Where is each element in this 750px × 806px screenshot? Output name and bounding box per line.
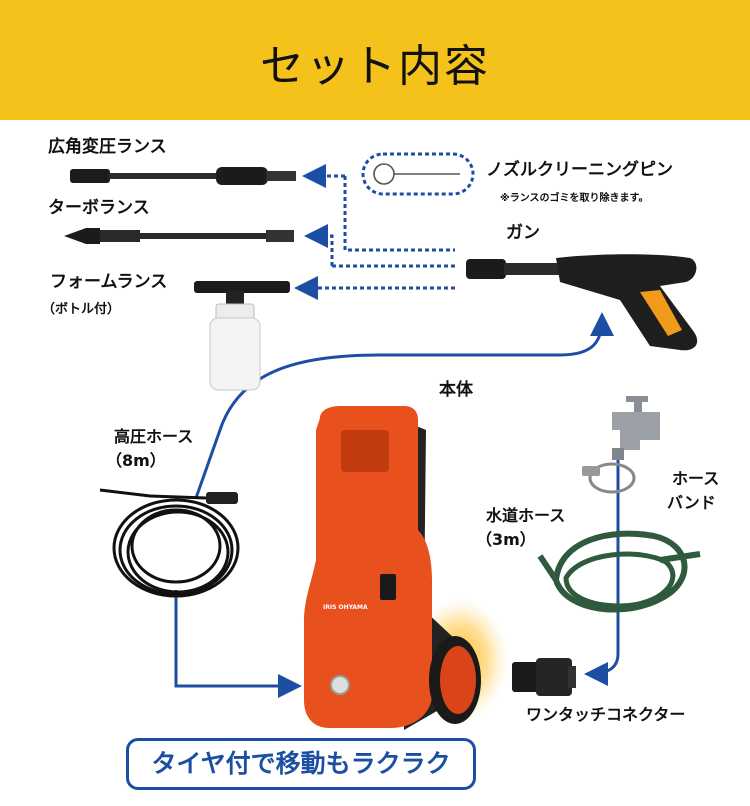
dotted-line-turbo	[304, 224, 334, 266]
label-hose-band-line2: バンド	[667, 493, 716, 512]
label-hose-band-line1: ホース	[672, 469, 720, 488]
arrow-water-to-connector	[584, 452, 620, 686]
label-body: 本体	[439, 380, 473, 400]
label-water-hose: 水道ホース	[486, 506, 566, 525]
turbo-lance	[64, 228, 294, 244]
label-nozzle-pin: ノズルクリーニングピン	[486, 160, 673, 180]
arrow-hose-to-gun	[194, 312, 614, 499]
label-wide-angle-lance: 広角変圧ランス	[48, 137, 167, 157]
label-turbo-lance: ターボランス	[48, 198, 150, 218]
water-hose	[537, 530, 701, 613]
foam-lance	[194, 281, 290, 391]
tire-callout: タイヤ付で移動もラクラク	[126, 738, 476, 790]
washer-body	[304, 406, 481, 730]
page-title: セット内容	[260, 41, 490, 92]
label-water-hose-length: （3m）	[476, 530, 536, 549]
label-nozzle-pin-note: ※ランスのゴミを取り除きます。	[500, 193, 649, 204]
arrow-hose-to-body	[174, 590, 302, 698]
label-foam-lance-note: （ボトル付）	[42, 302, 121, 317]
product-brand-mark: IRIS OHYAMA	[323, 604, 368, 611]
one-touch-connector	[512, 658, 576, 696]
spray-gun	[466, 254, 698, 351]
nozzle-cleaning-pin	[361, 152, 475, 196]
water-faucet	[612, 396, 660, 460]
label-high-pressure-hose: 高圧ホース	[114, 427, 194, 446]
label-high-pressure-hose-length: （8m）	[106, 451, 166, 470]
wide-angle-lance	[70, 167, 296, 185]
high-pressure-hose	[99, 488, 240, 598]
label-gun: ガン	[506, 223, 540, 243]
label-foam-lance: フォームランス	[50, 272, 168, 292]
hose-band-clip	[582, 462, 636, 494]
label-one-touch-connector: ワンタッチコネクター	[526, 705, 686, 724]
dotted-line-wide	[343, 176, 455, 252]
title-banner	[0, 0, 750, 120]
